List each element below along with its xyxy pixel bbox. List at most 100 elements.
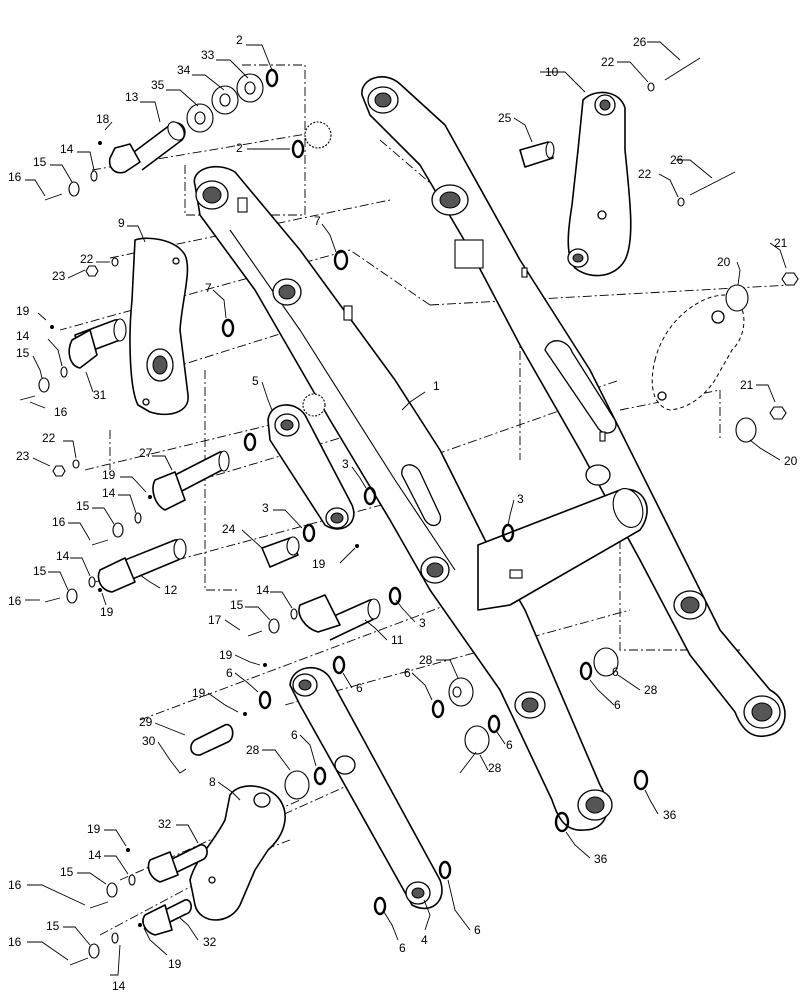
link-5 bbox=[267, 404, 355, 530]
callout-16: 16 bbox=[8, 878, 22, 892]
callout-36: 36 bbox=[663, 808, 677, 822]
callout-labels: 2 33 34 35 13 18 14 15 16 2 9 22 23 7 7 … bbox=[8, 33, 798, 993]
callout-27: 27 bbox=[139, 446, 153, 460]
callout-21: 21 bbox=[774, 236, 788, 250]
callout-19: 19 bbox=[87, 822, 101, 836]
callout-8: 8 bbox=[209, 775, 216, 789]
callout-2: 2 bbox=[236, 33, 243, 47]
callout-23: 23 bbox=[16, 449, 30, 463]
large-washers bbox=[284, 284, 757, 800]
callout-6: 6 bbox=[612, 665, 619, 679]
pins bbox=[68, 57, 736, 936]
callout-6: 6 bbox=[226, 666, 233, 680]
callout-6: 6 bbox=[404, 666, 411, 680]
callout-22: 22 bbox=[601, 55, 615, 69]
callout-24: 24 bbox=[222, 522, 236, 536]
callout-9: 9 bbox=[118, 216, 125, 230]
callout-25: 25 bbox=[498, 111, 512, 125]
small-hardware bbox=[19, 82, 799, 966]
callout-23: 23 bbox=[52, 269, 66, 283]
callout-3: 3 bbox=[342, 457, 349, 471]
callout-33: 33 bbox=[201, 48, 215, 62]
callout-17: 17 bbox=[208, 613, 222, 627]
callout-19: 19 bbox=[219, 648, 233, 662]
callout-14: 14 bbox=[256, 583, 270, 597]
callout-1: 1 bbox=[433, 379, 440, 393]
cross-tube bbox=[477, 488, 648, 611]
callout-14: 14 bbox=[112, 979, 126, 993]
callout-6: 6 bbox=[291, 728, 298, 742]
callout-5: 5 bbox=[252, 374, 259, 388]
callout-leaders bbox=[25, 41, 787, 976]
callout-19: 19 bbox=[100, 605, 114, 619]
callout-15: 15 bbox=[230, 598, 244, 612]
callout-28: 28 bbox=[644, 683, 658, 697]
callout-14: 14 bbox=[88, 848, 102, 862]
callout-6: 6 bbox=[356, 681, 363, 695]
callout-14: 14 bbox=[56, 549, 70, 563]
callout-15: 15 bbox=[16, 346, 30, 360]
callout-6: 6 bbox=[506, 738, 513, 752]
callout-18: 18 bbox=[96, 112, 110, 126]
callout-12: 12 bbox=[164, 583, 178, 597]
callout-6: 6 bbox=[614, 698, 621, 712]
callout-7: 7 bbox=[205, 281, 212, 295]
callout-15: 15 bbox=[33, 155, 47, 169]
callout-2: 2 bbox=[236, 141, 243, 155]
callout-19: 19 bbox=[312, 557, 326, 571]
bracket-plate-10 bbox=[567, 91, 632, 277]
callout-32: 32 bbox=[203, 935, 217, 949]
callout-16: 16 bbox=[8, 170, 22, 184]
callout-30: 30 bbox=[142, 734, 156, 748]
callout-28: 28 bbox=[488, 761, 502, 775]
callout-4: 4 bbox=[421, 933, 428, 947]
callout-22: 22 bbox=[80, 252, 94, 266]
callout-16: 16 bbox=[8, 935, 22, 949]
callout-19: 19 bbox=[102, 468, 116, 482]
callout-15: 15 bbox=[76, 499, 90, 513]
callout-20: 20 bbox=[717, 255, 731, 269]
callout-31: 31 bbox=[93, 388, 107, 402]
callout-6: 6 bbox=[474, 923, 481, 937]
dashed-bracket bbox=[651, 294, 745, 411]
callout-13: 13 bbox=[125, 90, 139, 104]
callout-16: 16 bbox=[8, 594, 22, 608]
callout-32: 32 bbox=[158, 817, 172, 831]
callout-3: 3 bbox=[517, 492, 524, 506]
callout-14: 14 bbox=[16, 329, 30, 343]
callout-35: 35 bbox=[151, 78, 165, 92]
callout-15: 15 bbox=[60, 865, 74, 879]
callout-15: 15 bbox=[46, 919, 60, 933]
callout-14: 14 bbox=[60, 142, 74, 156]
callout-3: 3 bbox=[419, 616, 426, 630]
callout-20: 20 bbox=[784, 454, 798, 468]
callout-22: 22 bbox=[638, 167, 652, 181]
callout-21: 21 bbox=[740, 378, 754, 392]
callout-6: 6 bbox=[399, 941, 406, 955]
link-4 bbox=[289, 666, 443, 910]
callout-15: 15 bbox=[33, 564, 47, 578]
callout-26: 26 bbox=[633, 35, 647, 49]
callout-36: 36 bbox=[594, 852, 608, 866]
callout-19: 19 bbox=[192, 686, 206, 700]
callout-14: 14 bbox=[102, 486, 116, 500]
snap-rings bbox=[221, 68, 649, 916]
callout-11: 11 bbox=[391, 633, 404, 647]
callout-7: 7 bbox=[314, 214, 321, 228]
callout-34: 34 bbox=[177, 63, 191, 77]
callout-28: 28 bbox=[246, 743, 260, 757]
callout-19: 19 bbox=[168, 957, 182, 971]
callout-29: 29 bbox=[139, 715, 153, 729]
callout-3: 3 bbox=[262, 501, 269, 515]
washers-stack bbox=[186, 73, 332, 417]
callout-26: 26 bbox=[670, 153, 684, 167]
callout-16: 16 bbox=[54, 405, 68, 419]
callout-10: 10 bbox=[545, 65, 559, 79]
lift-arm-left bbox=[193, 165, 613, 831]
callout-22: 22 bbox=[42, 431, 56, 445]
callout-16: 16 bbox=[52, 515, 66, 529]
callout-28: 28 bbox=[419, 653, 433, 667]
lift-arm-right bbox=[361, 76, 786, 737]
callout-19: 19 bbox=[16, 304, 30, 318]
